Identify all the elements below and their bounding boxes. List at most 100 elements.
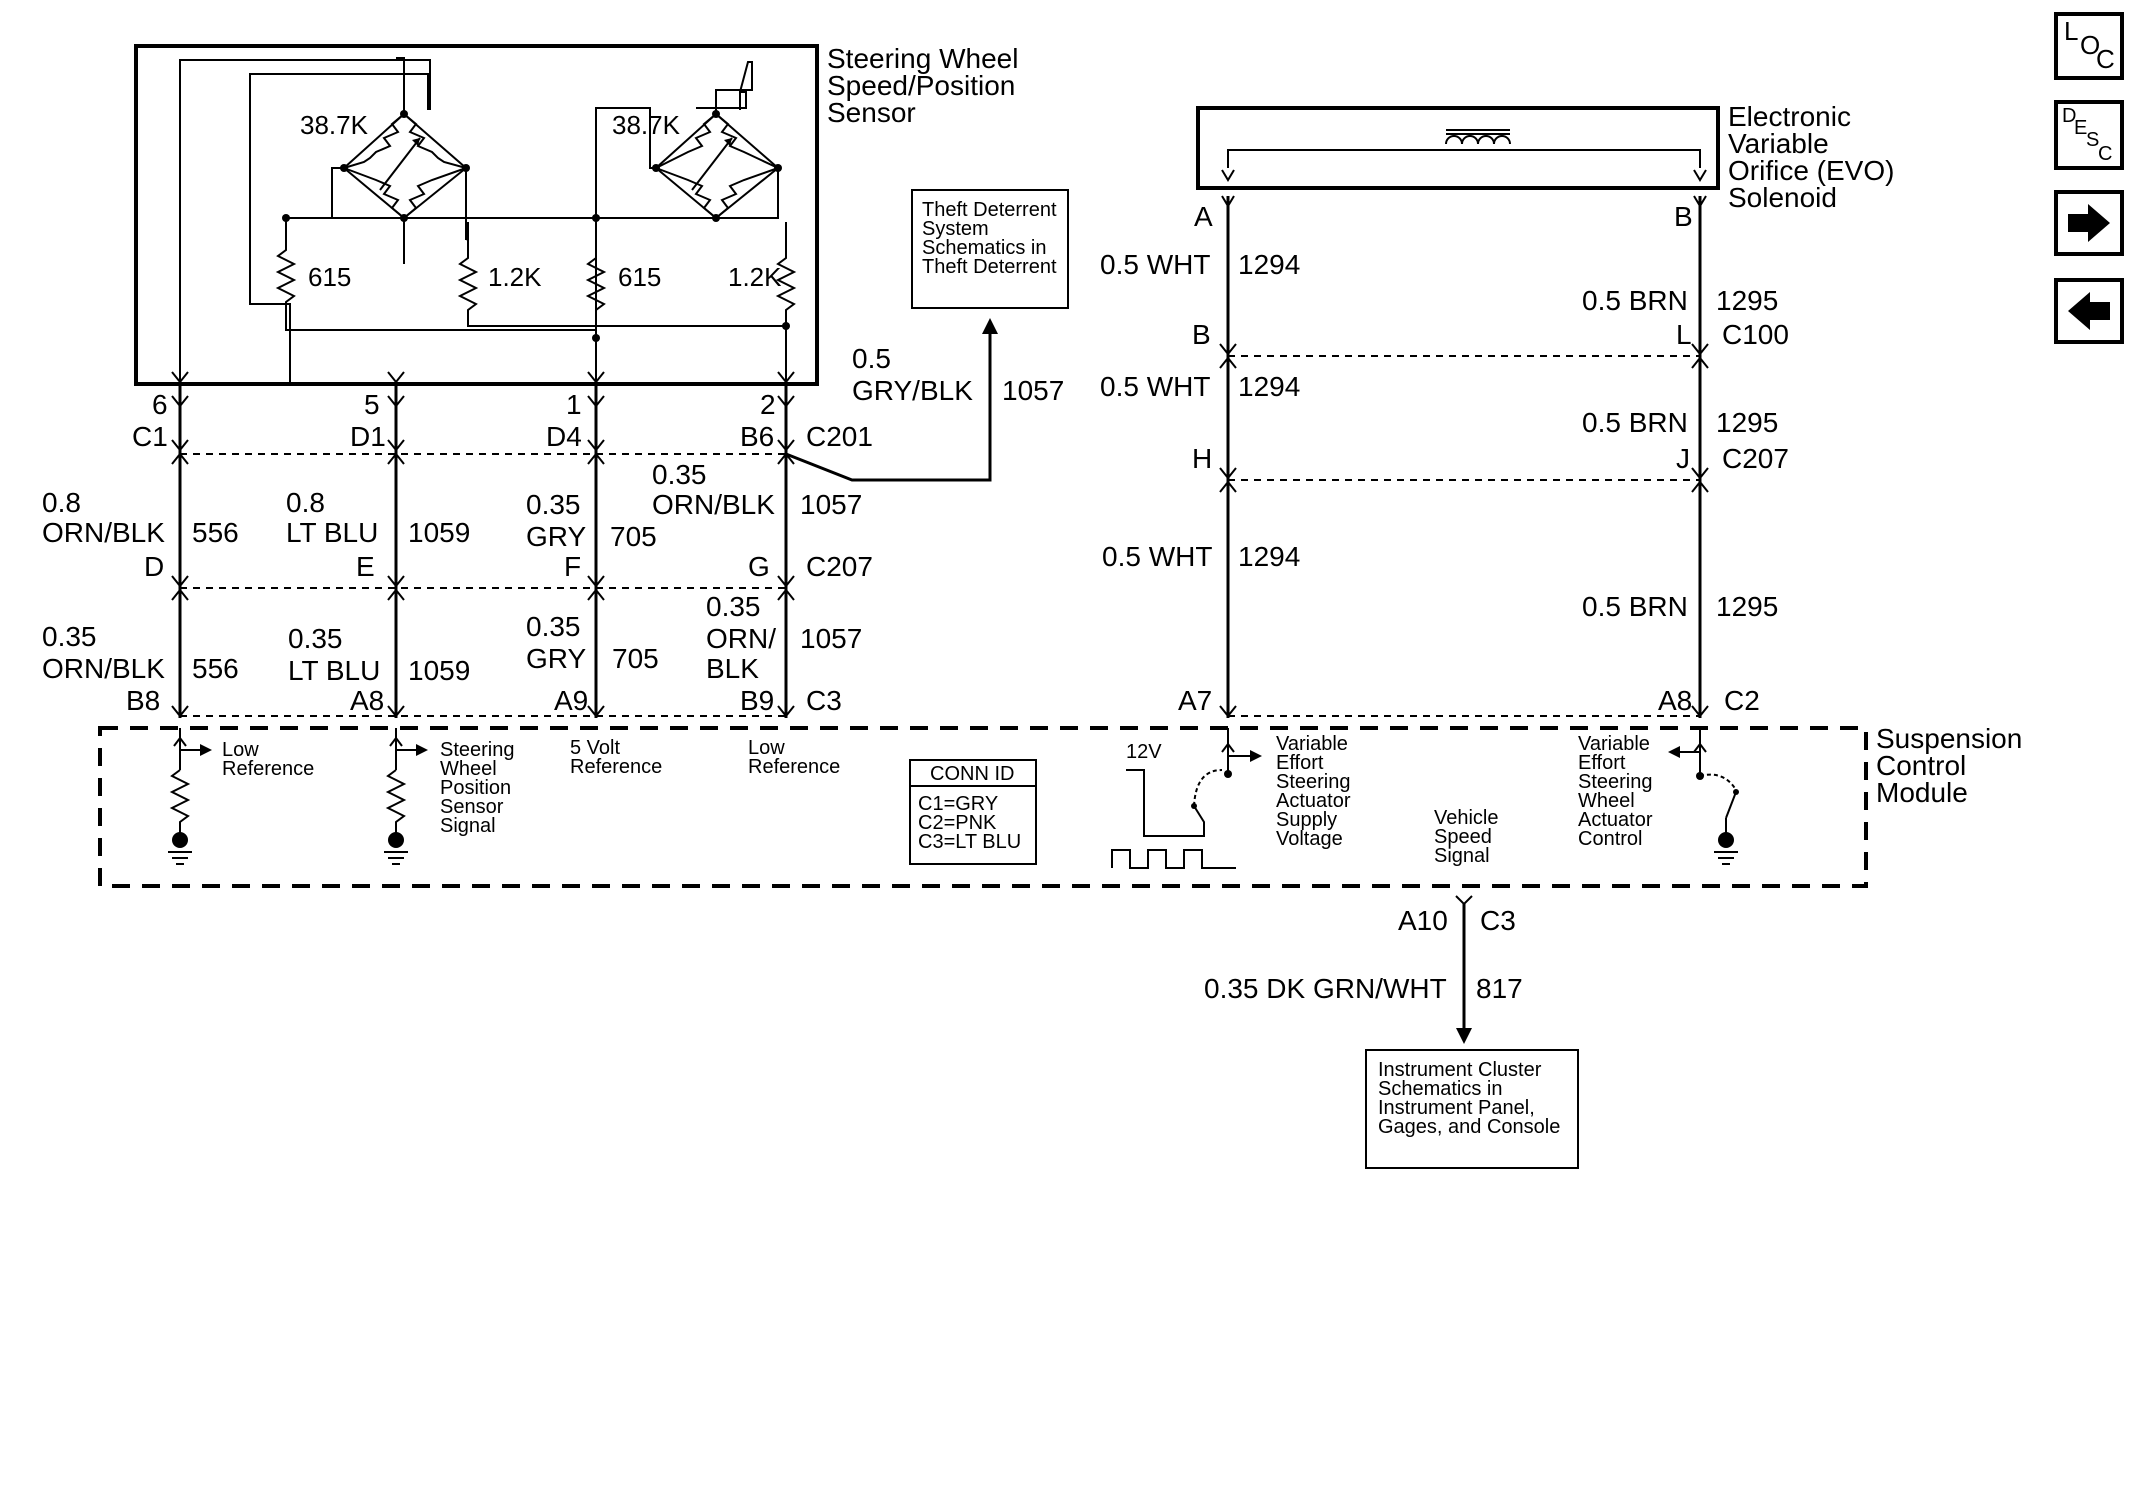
loc-l: L [2064,16,2078,46]
wire-705-color-b: GRY [526,643,586,674]
wire-705-gauge-b: 0.35 [526,611,581,642]
sensor-outline [134,44,819,386]
pin-b: B [1192,319,1211,350]
pin-evo-b: B [1674,201,1693,232]
desc-button[interactable]: D E S C [2054,100,2124,170]
wire-1295-color: 0.5 BRN [1582,285,1688,316]
wire-556-number: 556 [192,517,239,548]
pin-a8-b: A8 [1658,685,1692,716]
wire-1059-number-b: 1059 [408,655,470,686]
module-outline [98,726,1868,888]
pin-evo-a: A [1194,201,1213,232]
wire-1295-color-c: 0.5 BRN [1582,591,1688,622]
coil-icon [1445,129,1511,145]
pot-arrow [379,137,421,191]
wire-1059-number: 1059 [408,517,470,548]
wire-1294-number: 1294 [1238,249,1300,280]
pin-g: G [748,551,770,582]
wire-556-color: ORN/BLK [42,517,165,548]
pin-f: F [564,551,581,582]
wire-1294-number-b: 1294 [1238,371,1300,402]
desc-c: C [2098,143,2112,165]
desc-e: E [2074,117,2087,139]
wire-1294-color-b: 0.5 WHT [1100,371,1210,402]
wire-1057t-number: 1057 [1002,375,1064,406]
back-button[interactable] [2054,278,2124,344]
loc-button[interactable]: L O C [2054,12,2124,80]
wire-1057t-gauge: 0.5 [852,343,891,374]
pin-b6: B6 [740,421,774,452]
wire-1059-gauge-b: 0.35 [288,623,343,654]
connector-c3: C3 [806,685,842,716]
wire-705-gauge: 0.35 [526,489,581,520]
wire-1057-color: ORN/BLK [652,489,775,520]
connector-c100: C100 [1722,319,1789,350]
wire-1294-number-c: 1294 [1238,541,1300,572]
wire-705-number: 705 [610,521,657,552]
left-harness: 6 5 1 2 C1 D1 D4 B6 C201 0.8 ORN/BLK 556… [42,371,873,718]
wire-705-number-b: 705 [612,643,659,674]
desc-s: S [2086,129,2099,151]
wire-1295-number-b: 1295 [1716,407,1778,438]
left-bridge: 38.7K [249,57,470,386]
right-harness: 0.5 WHT 1294 0.5 BRN 1295 B L C100 0.5 W… [1100,196,1789,718]
pin-2: 2 [760,389,776,420]
wire-1295-color-b: 0.5 BRN [1582,407,1688,438]
loc-o: O [2080,30,2100,60]
pin-a7: A7 [1178,685,1212,716]
resistor-label-615: 615 [308,262,351,292]
wire-1059-color: LT BLU [286,517,378,548]
wire-1057-gauge-b: 0.35 [706,591,761,622]
ground-icon [172,832,188,848]
resistor-label-1-2k-b: 1.2K [728,262,782,292]
pin-6: 6 [152,389,168,420]
wire-1059-gauge: 0.8 [286,487,325,518]
wire-556-number-b: 556 [192,653,239,684]
loc-c: C [2096,44,2115,74]
pulse-wave-icon [1111,849,1236,869]
wire-1057-color-b2: BLK [706,653,759,684]
wire-817-number: 817 [1476,973,1523,1004]
arrow-left-icon [2068,292,2110,330]
pin-d: D [144,551,164,582]
pin-e: E [356,551,375,582]
cluster-box [1365,1049,1579,1169]
conn-id-title: CONN ID [930,763,1014,785]
resistor-label-38k: 38.7K [300,110,369,140]
pin-a10: A10 [1398,905,1448,936]
pin-b8: B8 [126,685,160,716]
next-button[interactable] [2054,190,2124,256]
pin-d4: D4 [546,421,582,452]
pin-j: J [1676,443,1690,474]
resistor-label-38k-b: 38.7K [612,110,681,140]
pin-c1: C1 [132,421,168,452]
ground-icon [388,832,404,848]
wire-705-color: GRY [526,521,586,552]
wire-1057-number-b: 1057 [800,623,862,654]
connector-c201: C201 [806,421,873,452]
pin-b9: B9 [740,685,774,716]
wire-1057-number: 1057 [800,489,862,520]
pin-5: 5 [364,389,380,420]
wire-1294-color-c: 0.5 WHT [1102,541,1212,572]
wire-817-color: 0.35 DK GRN/WHT [1204,973,1447,1004]
connector-c207: C207 [806,551,873,582]
pin-a8: A8 [350,685,384,716]
